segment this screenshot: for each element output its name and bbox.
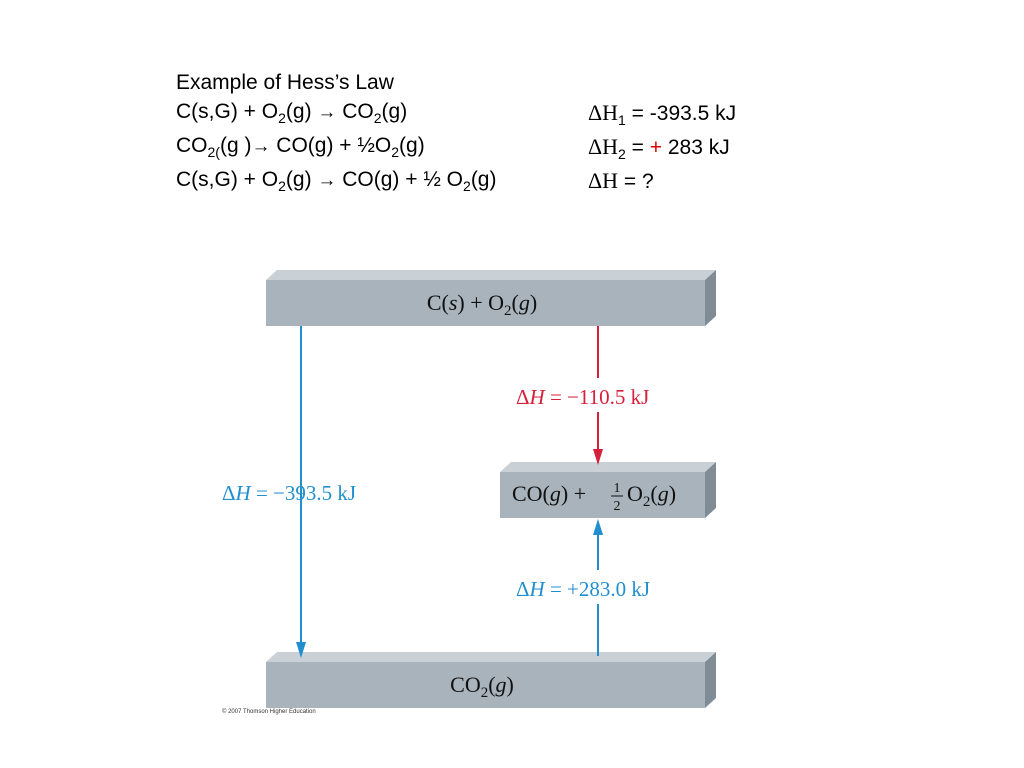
- equation-2: CO2((g )→ CO(g) + ½O2(g): [176, 134, 425, 160]
- copyright-notice: © 2007 Thomson Higher Education: [222, 709, 316, 715]
- page-title: Example of Hess’s Law: [176, 71, 394, 94]
- delta-h2: ΔH2 = + 283 kJ: [588, 134, 730, 162]
- delta-h3: ΔH = ?: [588, 168, 654, 193]
- equation-3: C(s,G) + O2(g) → CO(g) + ½ O2(g): [176, 168, 497, 194]
- fraction-denominator: 2: [614, 499, 621, 514]
- fraction-numerator: 1: [614, 481, 621, 496]
- middle-level-label: CO(g) +: [512, 481, 586, 506]
- arrow-up: [593, 519, 603, 656]
- arrow-right-icon: →: [317, 102, 337, 123]
- arrow-left-down: [296, 326, 306, 658]
- middle-energy-level: CO(g) + 1 2 O2(g): [500, 462, 716, 518]
- arrow-right-icon: →: [317, 170, 337, 191]
- delta-h1: ΔH1 = -393.5 kJ: [588, 100, 737, 128]
- arrow-up-label: ΔH = +283.0 kJ: [516, 577, 650, 601]
- top-level-label: C(s) + O2(g): [427, 290, 537, 319]
- equation-1: C(s,G) + O2(g) → CO2(g): [176, 100, 408, 126]
- top-energy-level: C(s) + O2(g): [266, 270, 716, 326]
- middle-level-label-tail: O2(g): [627, 481, 676, 510]
- bottom-level-label: CO2(g): [450, 672, 514, 701]
- arrow-left-label: ΔH = −393.5 kJ: [222, 481, 356, 505]
- bottom-energy-level: CO2(g): [266, 652, 716, 708]
- arrow-right-icon: →: [251, 136, 271, 157]
- arrow-red-label: ΔH = −110.5 kJ: [516, 385, 649, 409]
- arrow-red-down: [593, 326, 603, 465]
